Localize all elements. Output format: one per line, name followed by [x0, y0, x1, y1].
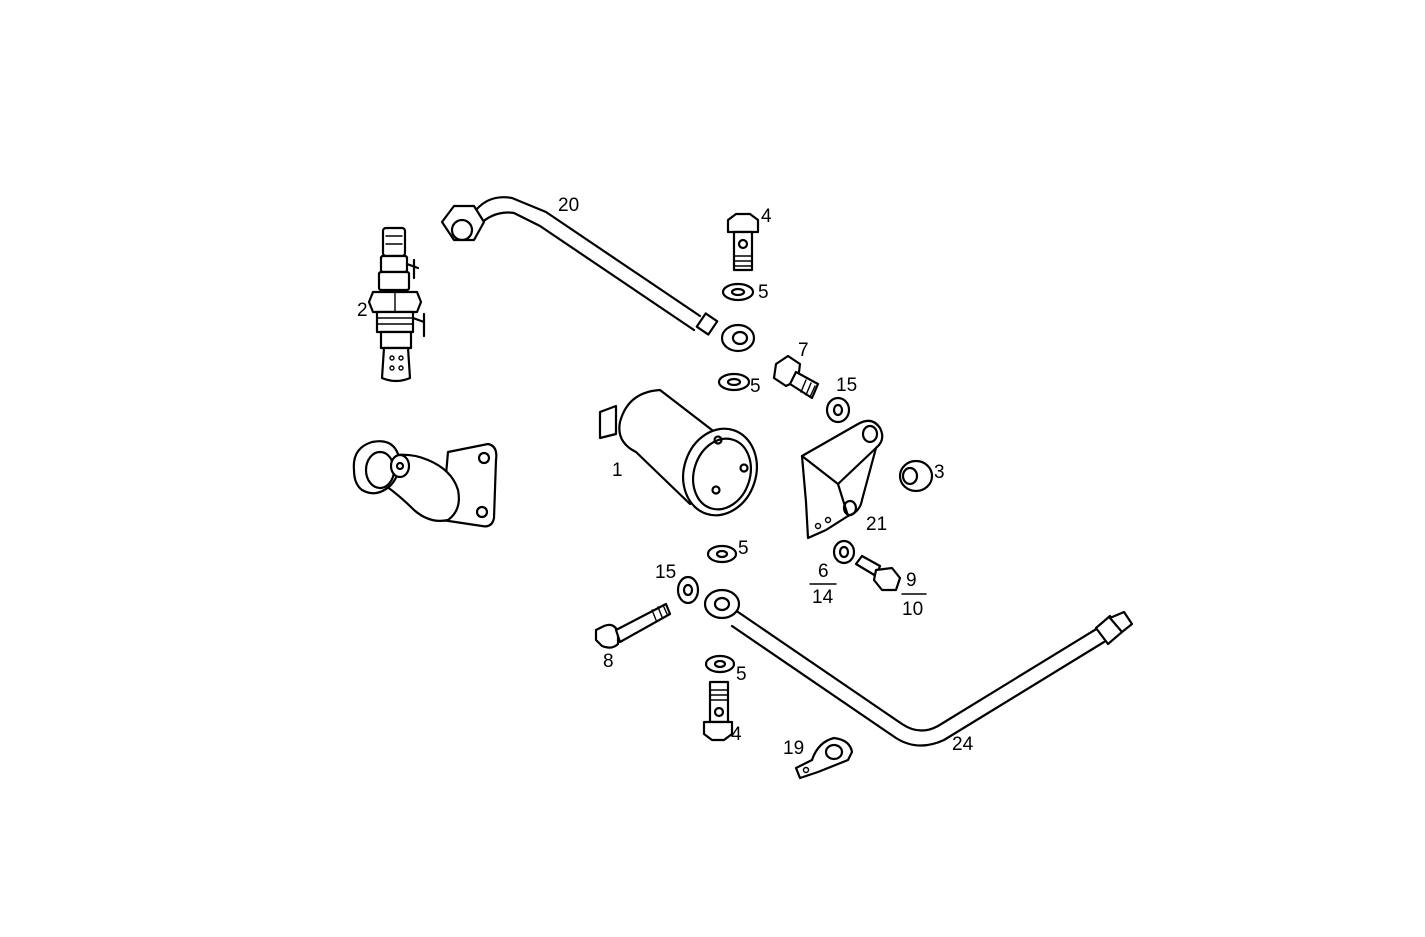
callout-19: 19: [783, 738, 804, 759]
callout-10: 10: [902, 599, 923, 620]
part-9-bolt: [854, 554, 902, 592]
part-1-filter-canister: [598, 388, 758, 517]
part-15-washer-bottom: [676, 575, 700, 605]
callout-5-a: 5: [758, 282, 769, 303]
callout-6: 6: [818, 561, 829, 582]
part-20-upper-pipe: [440, 196, 756, 353]
callout-5-b: 5: [750, 376, 761, 397]
part-5-washer-b: [717, 372, 751, 392]
part-15-washer-top: [825, 396, 851, 424]
callout-5-d: 5: [736, 664, 747, 685]
callout-9: 9: [906, 570, 917, 591]
callout-7: 7: [798, 340, 809, 361]
callout-15-top: 15: [836, 375, 857, 396]
callout-24: 24: [952, 734, 974, 755]
callout-2: 2: [357, 300, 368, 321]
callout-8: 8: [603, 651, 614, 672]
part-24-lower-pipe: [703, 588, 1134, 747]
part-8-long-bolt: [594, 602, 672, 649]
callout-5-c: 5: [738, 538, 749, 559]
callout-14: 14: [812, 587, 834, 608]
callout-4-top: 4: [761, 206, 772, 227]
callout-4-bottom: 4: [731, 724, 742, 745]
part-4-banjo-bolt-bottom: [702, 680, 734, 742]
part-2-injector: [367, 226, 426, 383]
callout-1: 1: [612, 460, 623, 481]
elbow-fitting: [352, 440, 498, 528]
part-19-pipe-clamp: [794, 736, 854, 780]
callout-20: 20: [558, 195, 579, 216]
part-7-bolt: [772, 354, 820, 400]
part-5-washer-a: [721, 282, 755, 302]
part-6-washer: [832, 539, 856, 565]
part-21-bracket: [800, 419, 884, 540]
callout-15-bottom: 15: [655, 562, 676, 583]
part-5-washer-d: [704, 654, 736, 674]
part-5-washer-c: [706, 544, 738, 564]
callout-21: 21: [866, 514, 887, 535]
part-4-banjo-bolt-top: [726, 212, 760, 272]
callout-3: 3: [934, 462, 945, 483]
part-3-bushing: [898, 459, 934, 493]
